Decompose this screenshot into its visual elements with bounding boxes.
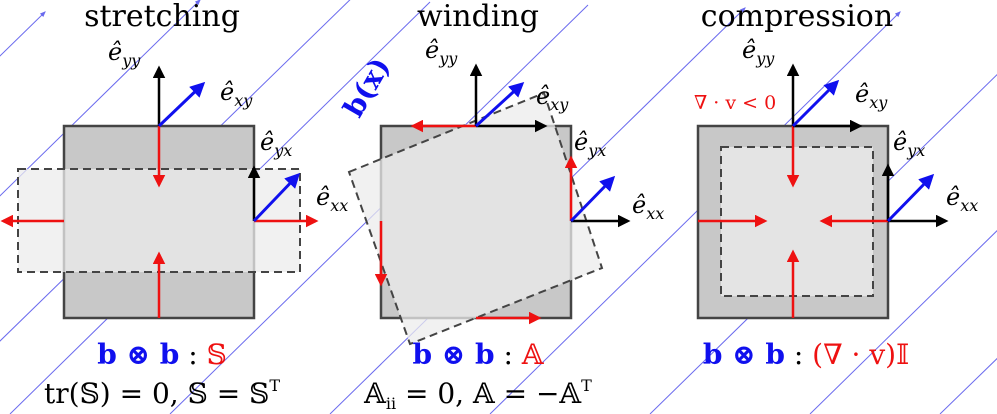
strain-arrows [0, 126, 319, 318]
b-arrow [886, 173, 935, 223]
label-e-yx: êyx [260, 128, 292, 160]
panel-stretching: stretching êyy êxy êyx êxx b ⊗ b : 𝕊 tr(… [0, 0, 348, 410]
label-e-xx: êxx [946, 183, 978, 215]
panel-winding: winding b(x) êyy êxy êyx êxx b ⊗ b : 𝔸 𝔸… [337, 0, 664, 413]
b-arrow [791, 79, 840, 128]
tensor-equation: b ⊗ b : (∇ · v)𝕀 [703, 338, 909, 371]
label-e-yy: êyy [742, 36, 775, 68]
label-e-xx: êxx [316, 183, 348, 215]
basis-arrows [786, 63, 949, 228]
label-e-yx: êyx [893, 128, 925, 160]
panel-compression: compression ∇ · v < 0 êyy êxy êyx êxx b … [694, 0, 978, 371]
rotated-box [347, 91, 604, 346]
panel-title: compression [701, 0, 893, 34]
label-e-xy: êxy [536, 82, 569, 114]
tensor-equation: b ⊗ b : 𝔸 [412, 338, 544, 371]
label-e-yy: êyy [108, 38, 141, 70]
basis-arrows [469, 63, 631, 228]
b-arrows [474, 81, 616, 223]
basis-arrows [152, 65, 261, 221]
panel-title: winding [417, 0, 539, 34]
strain-arrows [374, 119, 578, 325]
constraint-text: 𝔸ii = 0, 𝔸 = −𝔸T [363, 376, 592, 413]
b-arrow [157, 81, 206, 128]
panel-title: stretching [84, 0, 240, 34]
label-e-xx: êxx [632, 191, 664, 223]
field-line [0, 11, 46, 57]
label-e-yy: êyy [425, 36, 458, 68]
strain-arrows [698, 126, 888, 318]
field-line [809, 230, 997, 414]
field-line [489, 11, 901, 414]
field-label: b(x) [337, 52, 397, 123]
b-arrow [252, 172, 301, 223]
label-e-xy: êxy [220, 78, 253, 110]
divergence-annotation: ∇ · v < 0 [694, 92, 776, 114]
field-line [0, 0, 201, 197]
constraint-text: tr(𝕊) = 0, 𝕊 = 𝕊T [44, 376, 280, 410]
b-arrows [157, 81, 301, 223]
b-arrows [791, 79, 935, 223]
b-arrow [474, 81, 525, 128]
tensor-equation: b ⊗ b : 𝕊 [97, 338, 227, 371]
b-arrow [569, 175, 616, 223]
label-e-xy: êxy [855, 80, 888, 112]
field-line [939, 357, 997, 414]
label-e-yx: êyx [574, 128, 606, 160]
